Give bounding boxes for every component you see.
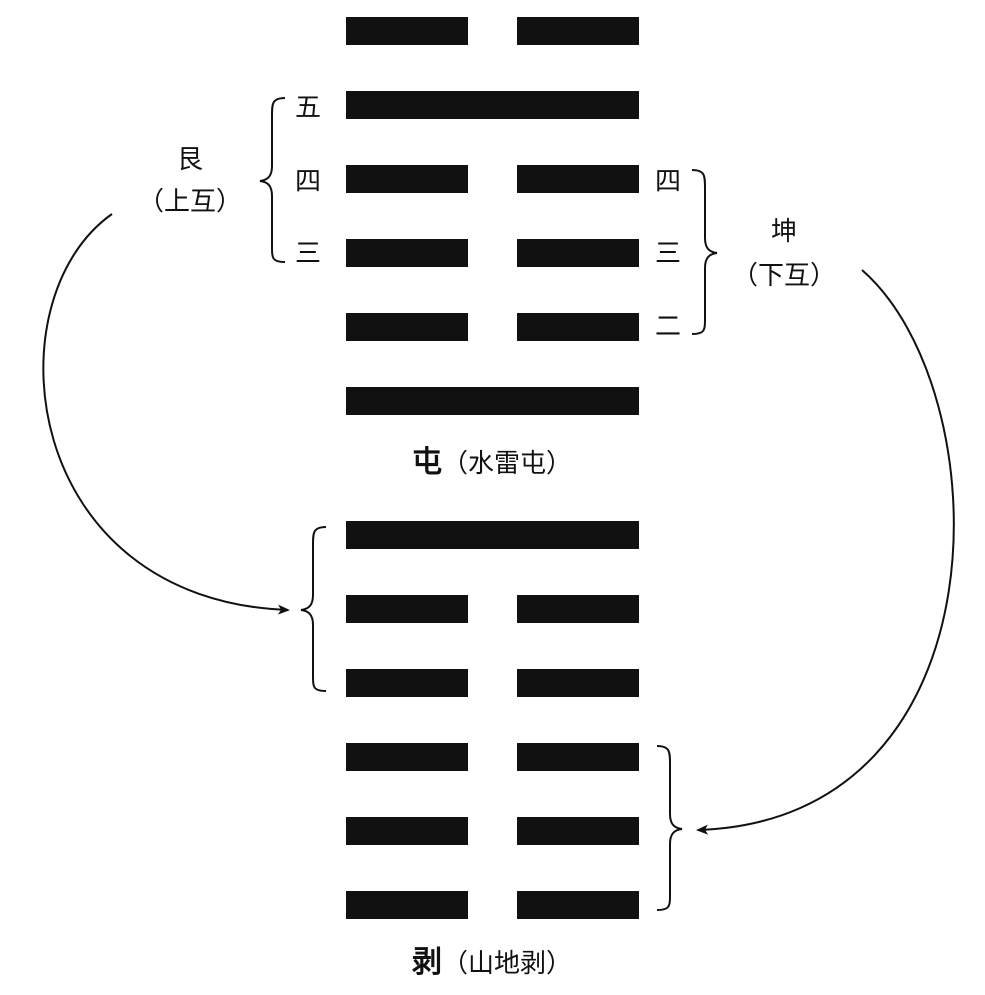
bottom-line-2-yin-right: [517, 817, 639, 845]
hexagram-top-name: 屯: [412, 445, 442, 480]
bottom-lower-trigram-brace: [656, 745, 683, 911]
upper-mutual-label: （上互）: [138, 187, 242, 217]
bottom-line-5-yin-left: [346, 595, 468, 623]
lower-mutual-brace: [691, 169, 718, 335]
upper-mutual-trigram: 艮: [177, 145, 203, 175]
hexagram-top-title: 屯（水雷屯）: [412, 445, 572, 480]
hexagram-top-lines: [346, 17, 639, 415]
hexagram-bottom-name: 剥: [412, 945, 442, 980]
hexagram-bottom-title: 剥（山地剥）: [412, 945, 572, 980]
top-line-4-yin-left: [346, 165, 468, 193]
hexagram-bottom-full-name: （山地剥）: [442, 949, 572, 979]
right-line-number-4: 四: [655, 167, 681, 197]
top-line-2-yin-left: [346, 313, 468, 341]
bottom-line-5-yin-right: [517, 595, 639, 623]
bottom-line-4-yin-right: [517, 669, 639, 697]
bottom-line-1-yin-left: [346, 891, 468, 919]
top-line-5-yang: [346, 91, 639, 119]
top-line-3-yin-right: [517, 239, 639, 267]
top-line-2-yin-right: [517, 313, 639, 341]
top-line-6-yin-right: [517, 17, 639, 45]
left-line-number-5: 五: [295, 93, 321, 123]
top-line-6-yin-left: [346, 17, 468, 45]
hexagram-top-full-name: （水雷屯）: [442, 449, 572, 479]
lower-mutual-trigram: 坤: [771, 217, 797, 247]
bottom-line-4-yin-left: [346, 669, 468, 697]
right-line-number-3: 三: [655, 239, 681, 269]
bottom-upper-trigram-brace: [300, 526, 327, 692]
hexagram-bottom-lines: [346, 521, 639, 919]
upper-mutual-brace: [259, 97, 286, 263]
upper-mutual-arrow: [42, 213, 290, 615]
right-line-number-2: 二: [655, 312, 681, 342]
top-line-3-yin-left: [346, 239, 468, 267]
bottom-line-3-yin-right: [517, 743, 639, 771]
top-line-1-yang: [346, 387, 639, 415]
left-line-number-3: 三: [295, 239, 321, 269]
left-line-number-4: 四: [295, 167, 321, 197]
bottom-line-3-yin-left: [346, 743, 468, 771]
bottom-line-1-yin-right: [517, 891, 639, 919]
lower-mutual-label: （下互）: [732, 261, 836, 291]
lower-mutual-arrow: [696, 269, 955, 835]
top-line-4-yin-right: [517, 165, 639, 193]
bottom-line-2-yin-left: [346, 817, 468, 845]
bottom-line-6-yang: [346, 521, 639, 549]
